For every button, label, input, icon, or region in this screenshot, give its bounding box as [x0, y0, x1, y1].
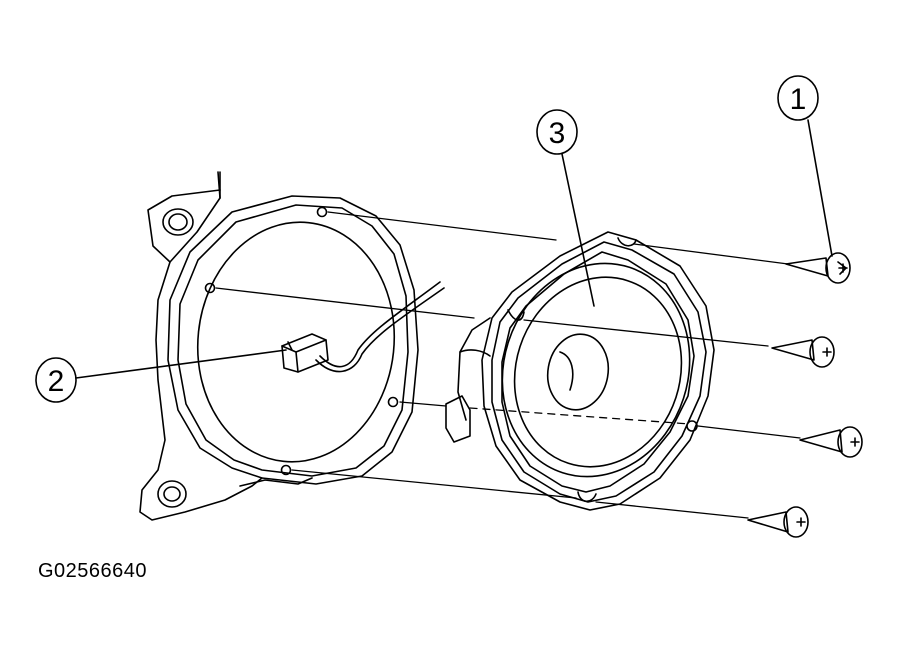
callout-3: 3	[536, 109, 595, 307]
screw-4	[747, 506, 809, 538]
screw-2	[771, 336, 835, 368]
speaker-hole-bottom	[577, 491, 597, 503]
mounting-bracket	[139, 171, 419, 521]
speaker-unit	[445, 231, 715, 511]
bracket-hole-left	[204, 282, 216, 294]
callout-3-label: 3	[549, 117, 566, 150]
speaker-hole-left	[507, 309, 525, 321]
screw-3	[799, 426, 863, 458]
callout-2-label: 2	[48, 365, 65, 398]
bracket-hole-bottom	[280, 464, 292, 476]
alignment-lines	[215, 211, 801, 519]
screws	[747, 252, 863, 538]
speaker-hole-top	[617, 237, 637, 247]
bracket-hole-right	[387, 396, 399, 408]
figure-id: G02566640	[38, 560, 148, 582]
screw-1	[785, 252, 851, 284]
bracket-hole-top	[316, 206, 328, 218]
speaker-connector	[281, 281, 445, 373]
callout-1-label: 1	[790, 83, 807, 116]
speaker-hole-right	[686, 420, 698, 432]
callout-1: 1	[777, 75, 833, 257]
callout-2: 2	[35, 349, 287, 403]
